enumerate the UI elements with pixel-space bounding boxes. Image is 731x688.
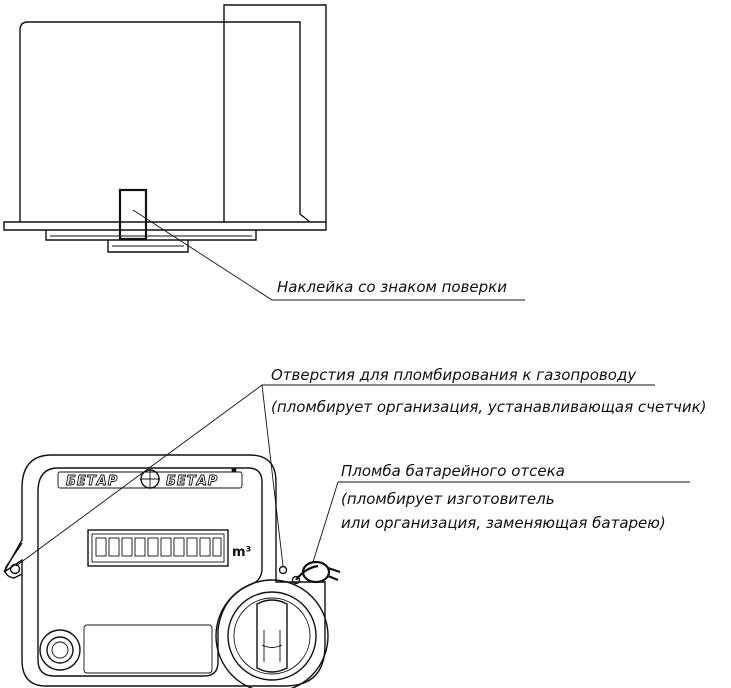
sticker-leader-line: [132, 209, 525, 301]
brand-left: БЕТАР: [66, 474, 118, 489]
battery-seal-note-line2: или организация, заменяющая батарею): [341, 514, 666, 532]
battery-seal-label: Пломба батарейного отсека: [341, 462, 565, 480]
display-unit: m³: [232, 545, 251, 560]
verification-sticker: [118, 188, 148, 241]
verification-sticker-label: Наклейка со знаком поверки: [277, 278, 507, 296]
round-button: [39, 629, 81, 671]
pipe-seal-holes-label: Отверстия для пломбирования к газопровод…: [271, 366, 637, 384]
mounting-hole: [9, 563, 21, 575]
seal-hole: [278, 565, 288, 575]
meter-top-view: [3, 4, 525, 301]
battery-seal: [295, 560, 341, 584]
battery-cover: [215, 579, 329, 688]
meter-front-view: БЕТАР БЕТАР m³: [3, 384, 690, 688]
battery-seal-note-line1: (пломбирует изготовитель: [341, 490, 555, 508]
pipe-seal-holes-note: (пломбирует организация, устанавливающая…: [271, 398, 706, 416]
battery-seal-leader-line: [312, 481, 690, 563]
brand-right: БЕТАР: [166, 474, 218, 489]
lcd-display: [87, 529, 229, 567]
